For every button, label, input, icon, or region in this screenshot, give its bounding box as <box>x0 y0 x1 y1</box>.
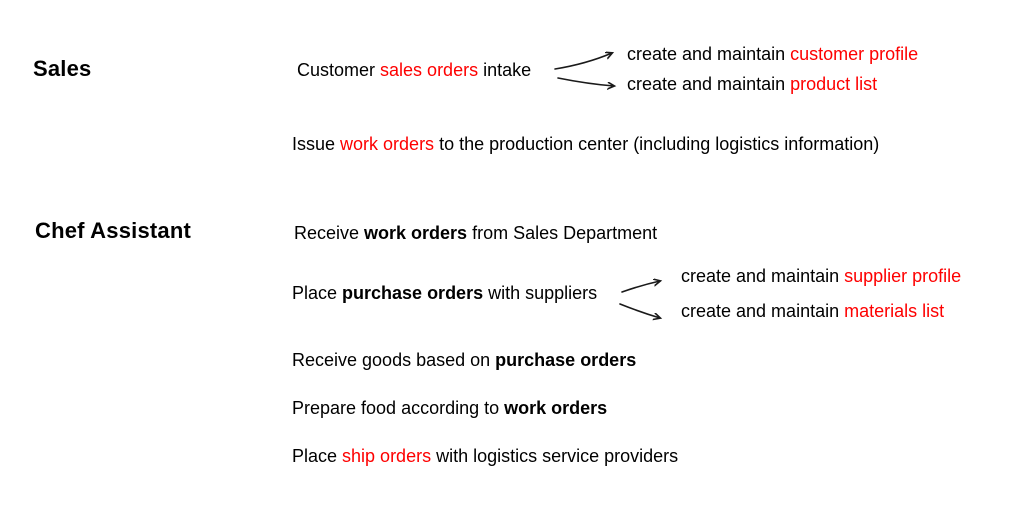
text-segment-red: work orders <box>340 134 435 154</box>
text-segment-red: sales orders <box>380 60 479 80</box>
text-segment: Place <box>292 446 343 466</box>
text-segment: Customer <box>297 60 381 80</box>
arrow-up-right <box>621 281 660 293</box>
text-segment: Place <box>292 283 343 303</box>
text-segment: with logistics service providers <box>431 446 679 466</box>
text-segment: Issue <box>292 134 341 154</box>
arrow-down-right <box>557 77 614 86</box>
sales-intake-line: Customer sales orders intake <box>297 60 531 81</box>
chef-receive-work-orders-line: Receive work orders from Sales Departmen… <box>294 223 657 244</box>
text-segment: create and maintain <box>681 266 845 286</box>
text-segment-bold: work orders <box>364 223 468 243</box>
chef-assistant-heading: Chef Assistant <box>35 218 192 243</box>
text-segment-bold: purchase orders <box>342 283 484 303</box>
chef-prepare-food-line: Prepare food according to work orders <box>292 398 607 419</box>
text-segment: intake <box>478 60 532 80</box>
sales-issue-work-orders-line: Issue work orders to the production cent… <box>292 134 879 155</box>
chef-branch-materials-list: create and maintain materials list <box>681 301 944 322</box>
sales-branch-product-list: create and maintain product list <box>627 74 877 95</box>
chef-branch-supplier-profile: create and maintain supplier profile <box>681 266 961 287</box>
text-segment-bold: work orders <box>504 398 608 418</box>
text-segment-red: product list <box>790 74 878 94</box>
text-segment: Prepare food according to <box>292 398 505 418</box>
chef-place-ship-orders-line: Place ship orders with logistics service… <box>292 446 678 467</box>
text-segment: create and maintain <box>627 74 791 94</box>
text-segment-red: customer profile <box>790 44 919 64</box>
arrow-up-right <box>554 53 612 70</box>
sales-fork-arrows-icon <box>554 44 628 96</box>
arrow-down-right <box>619 303 660 318</box>
sales-heading: Sales <box>33 56 92 81</box>
chef-fork-arrows-icon <box>619 272 674 326</box>
chef-receive-goods-line: Receive goods based on purchase orders <box>292 350 636 371</box>
text-segment-red: supplier profile <box>844 266 962 286</box>
chef-place-purchase-orders-line: Place purchase orders with suppliers <box>292 283 597 304</box>
text-segment: to the production center (including logi… <box>434 134 880 154</box>
text-segment: Receive <box>294 223 365 243</box>
text-segment-red: materials list <box>844 301 945 321</box>
text-segment-bold: purchase orders <box>495 350 637 370</box>
text-segment: from Sales Department <box>467 223 658 243</box>
text-segment: Receive goods based on <box>292 350 496 370</box>
sales-branch-customer-profile: create and maintain customer profile <box>627 44 918 65</box>
text-segment: with suppliers <box>483 283 598 303</box>
text-segment: create and maintain <box>627 44 791 64</box>
text-segment: create and maintain <box>681 301 845 321</box>
text-segment-red: ship orders <box>342 446 432 466</box>
